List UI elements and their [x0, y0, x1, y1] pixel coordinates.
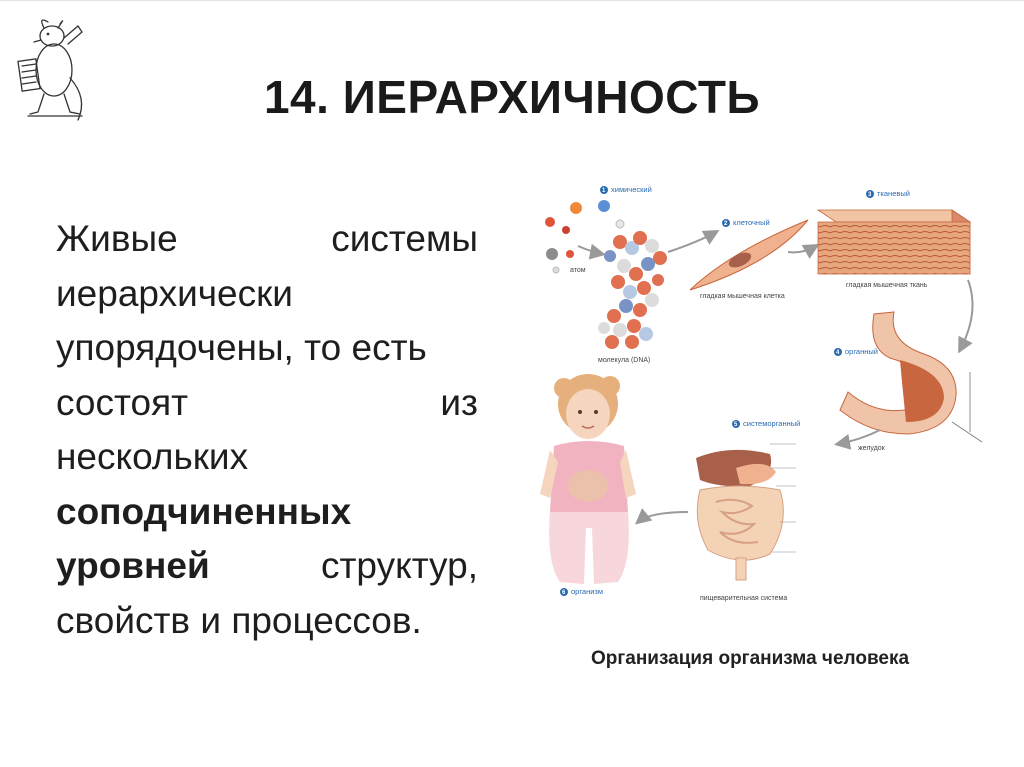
label-cell: гладкая мышечная клетка [700, 293, 785, 300]
body-word: свойств и процессов. [56, 599, 422, 641]
body-word: иерархически [56, 272, 293, 314]
body-word: упорядочены, то есть [56, 327, 427, 368]
stomach-icon [839, 311, 957, 435]
body-line: иерархически [56, 267, 478, 322]
level-number: 4 [836, 350, 840, 356]
muscle-cell-icon [689, 219, 809, 291]
body-word: структур, [320, 545, 478, 586]
body-line: нескольких [56, 430, 478, 485]
body-bold-word: соподчиненных [56, 490, 352, 532]
label-molecule: молекула (DNA) [598, 357, 650, 364]
slide-title: 14. ИЕРАРХИЧНОСТЬ [263, 71, 761, 123]
label-tissue: гладкая мышечная ткань [846, 282, 928, 289]
body-word: из [440, 381, 478, 423]
body-word: системы [331, 218, 478, 259]
level-cellular-label: клеточный [733, 218, 770, 227]
label-atom: атом [570, 267, 586, 274]
body-line: Живые системы [56, 212, 478, 267]
body-word: Живые [56, 218, 178, 259]
body-line: соподчиненных [56, 485, 478, 540]
level-number: 5 [734, 422, 738, 428]
level-organism-label: организм [571, 587, 603, 596]
body-word: состоят [56, 381, 189, 423]
rat-mascot-icon [17, 19, 83, 121]
child-organism-icon [540, 374, 636, 584]
level-number: 2 [724, 221, 728, 227]
level-tissue-label: тканевый [877, 189, 910, 198]
level-number: 3 [868, 192, 872, 198]
diagram-caption: Организация организма человека [590, 648, 910, 669]
level-chemical-label: химический [611, 185, 652, 194]
label-system: пищеварительная система [700, 595, 787, 602]
label-stomach: желудок [858, 445, 886, 452]
level-number: 1 [602, 188, 606, 194]
muscle-tissue-icon [816, 209, 972, 275]
digestive-system-icon [696, 449, 784, 581]
body-line: уровней структур, [56, 539, 478, 594]
slide-top-border [0, 0, 1024, 1]
level-number: 6 [562, 590, 566, 596]
organism-hierarchy-diagram: атом молекула (DN [540, 185, 983, 602]
level-system-label: системорганный [743, 419, 800, 428]
body-bold-word: уровней [56, 545, 210, 586]
atoms-group [545, 200, 625, 274]
body-line: свойств и процессов. [56, 594, 478, 649]
body-line: упорядочены, то есть [56, 321, 478, 376]
body-paragraph: Живые системы иерархически упорядочены, … [56, 212, 478, 648]
level-organ-label: органный [845, 347, 878, 356]
body-line: состоят из [56, 376, 478, 431]
dna-molecule-icon [598, 231, 667, 349]
body-word: нескольких [56, 436, 249, 477]
